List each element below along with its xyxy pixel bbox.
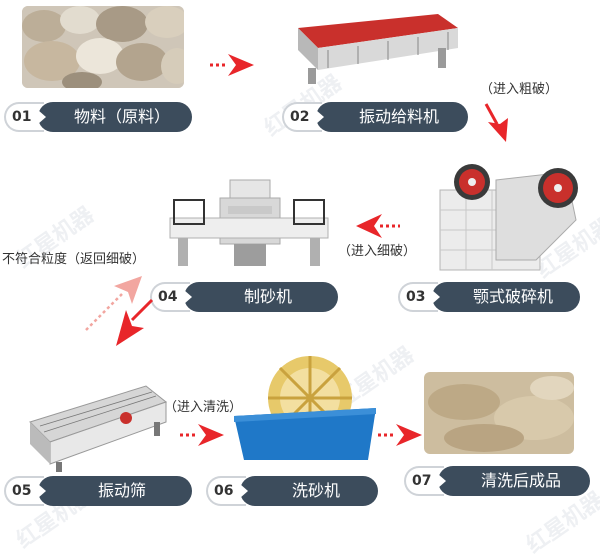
stage-05-label: 05 振动筛 [4, 476, 192, 506]
stage-name: 振动给料机 [316, 102, 468, 132]
stage-number: 03 [398, 282, 438, 312]
arrow-down-left-icon [116, 298, 154, 346]
arrow-left-icon [356, 214, 400, 238]
chevron-right-icon [316, 110, 324, 124]
vibrating-feeder-image [288, 8, 464, 90]
stage-number: 04 [150, 282, 190, 312]
stage-name: 颚式破碎机 [432, 282, 580, 312]
stage-name: 清洗后成品 [438, 466, 590, 496]
chevron-right-icon [38, 484, 46, 498]
sand-making-machine-image [168, 178, 330, 270]
flow-arrows [85, 54, 508, 446]
chevron-right-icon [184, 290, 192, 304]
stage-number: 07 [404, 466, 444, 496]
chevron-right-icon [240, 484, 248, 498]
note-return-fine-crushing: 不符合粒度（返回细破） [2, 252, 146, 267]
chevron-right-icon [38, 110, 46, 124]
stage-number: 05 [4, 476, 44, 506]
finished-product-image [424, 372, 574, 454]
note-fine-crushing: （进入细破） [338, 244, 417, 259]
arrow-right-icon [180, 424, 224, 446]
arrow-right-icon [210, 54, 254, 76]
sand-washing-machine-image [230, 350, 380, 462]
stage-number: 06 [206, 476, 246, 506]
arrow-down-icon [484, 103, 508, 142]
stage-name: 洗砂机 [240, 476, 378, 506]
chevron-right-icon [438, 474, 446, 488]
stage-01-label: 01 物料（原料） [4, 102, 192, 132]
stage-name: 振动筛 [38, 476, 192, 506]
return-arrow-icon [85, 276, 142, 331]
stage-06-label: 06 洗砂机 [206, 476, 378, 506]
stage-number: 02 [282, 102, 322, 132]
stage-07-label: 07 清洗后成品 [404, 466, 590, 496]
note-coarse-crushing: （进入粗破） [480, 82, 559, 97]
stage-04-label: 04 制砂机 [150, 282, 338, 312]
raw-material-image [22, 6, 184, 88]
chevron-right-icon [432, 290, 440, 304]
note-washing: （进入清洗） [164, 400, 243, 415]
stage-02-label: 02 振动给料机 [282, 102, 468, 132]
arrow-right-icon [378, 424, 422, 446]
stage-name: 制砂机 [184, 282, 338, 312]
stage-number: 01 [4, 102, 44, 132]
jaw-crusher-image [436, 160, 588, 274]
vibrating-screen-image [26, 382, 170, 474]
stage-03-label: 03 颚式破碎机 [398, 282, 580, 312]
stage-name: 物料（原料） [38, 102, 192, 132]
